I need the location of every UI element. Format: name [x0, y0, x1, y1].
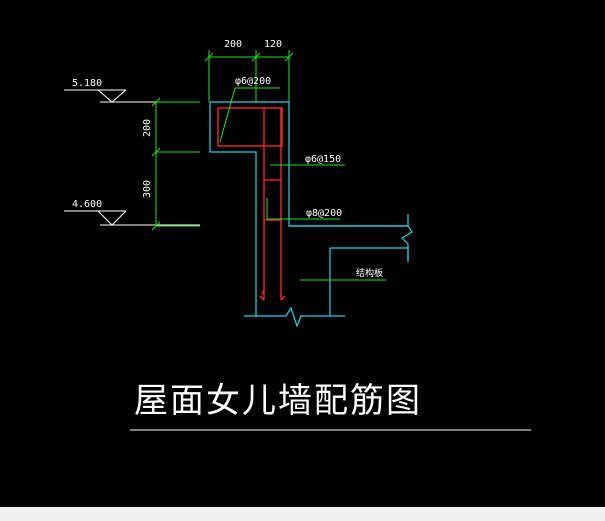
status-bar: [0, 507, 605, 521]
elevation-label-lower: 4.600: [72, 199, 102, 210]
elevation-marker-lower: 4.600: [64, 199, 200, 226]
elevation-marker-upper: 5.180: [64, 78, 200, 103]
rebar-label-horizontal-bar: φ8@200: [306, 208, 342, 219]
horizontal-dimension-chain: [204, 50, 294, 102]
dimension-height-upper: 200: [142, 119, 153, 137]
dimension-top-width-left: 200: [224, 39, 242, 50]
rebar-label-vertical-bar: φ6@150: [305, 154, 341, 165]
elevation-label-upper: 5.180: [72, 78, 102, 89]
rebar-leaders: [219, 87, 386, 281]
rebar-cage: [217, 107, 286, 301]
rebar-label-top-stirrup: φ6@200: [235, 76, 271, 87]
dimension-height-lower: 300: [142, 180, 153, 198]
drawing-title: 屋面女儿墙配筋图: [134, 381, 422, 421]
vertical-dimension-chain: [151, 97, 200, 231]
parapet-concrete-outline: [209, 101, 413, 328]
dimension-top-width-right: 120: [264, 39, 282, 50]
structure-note-label: 结构板: [356, 267, 383, 279]
